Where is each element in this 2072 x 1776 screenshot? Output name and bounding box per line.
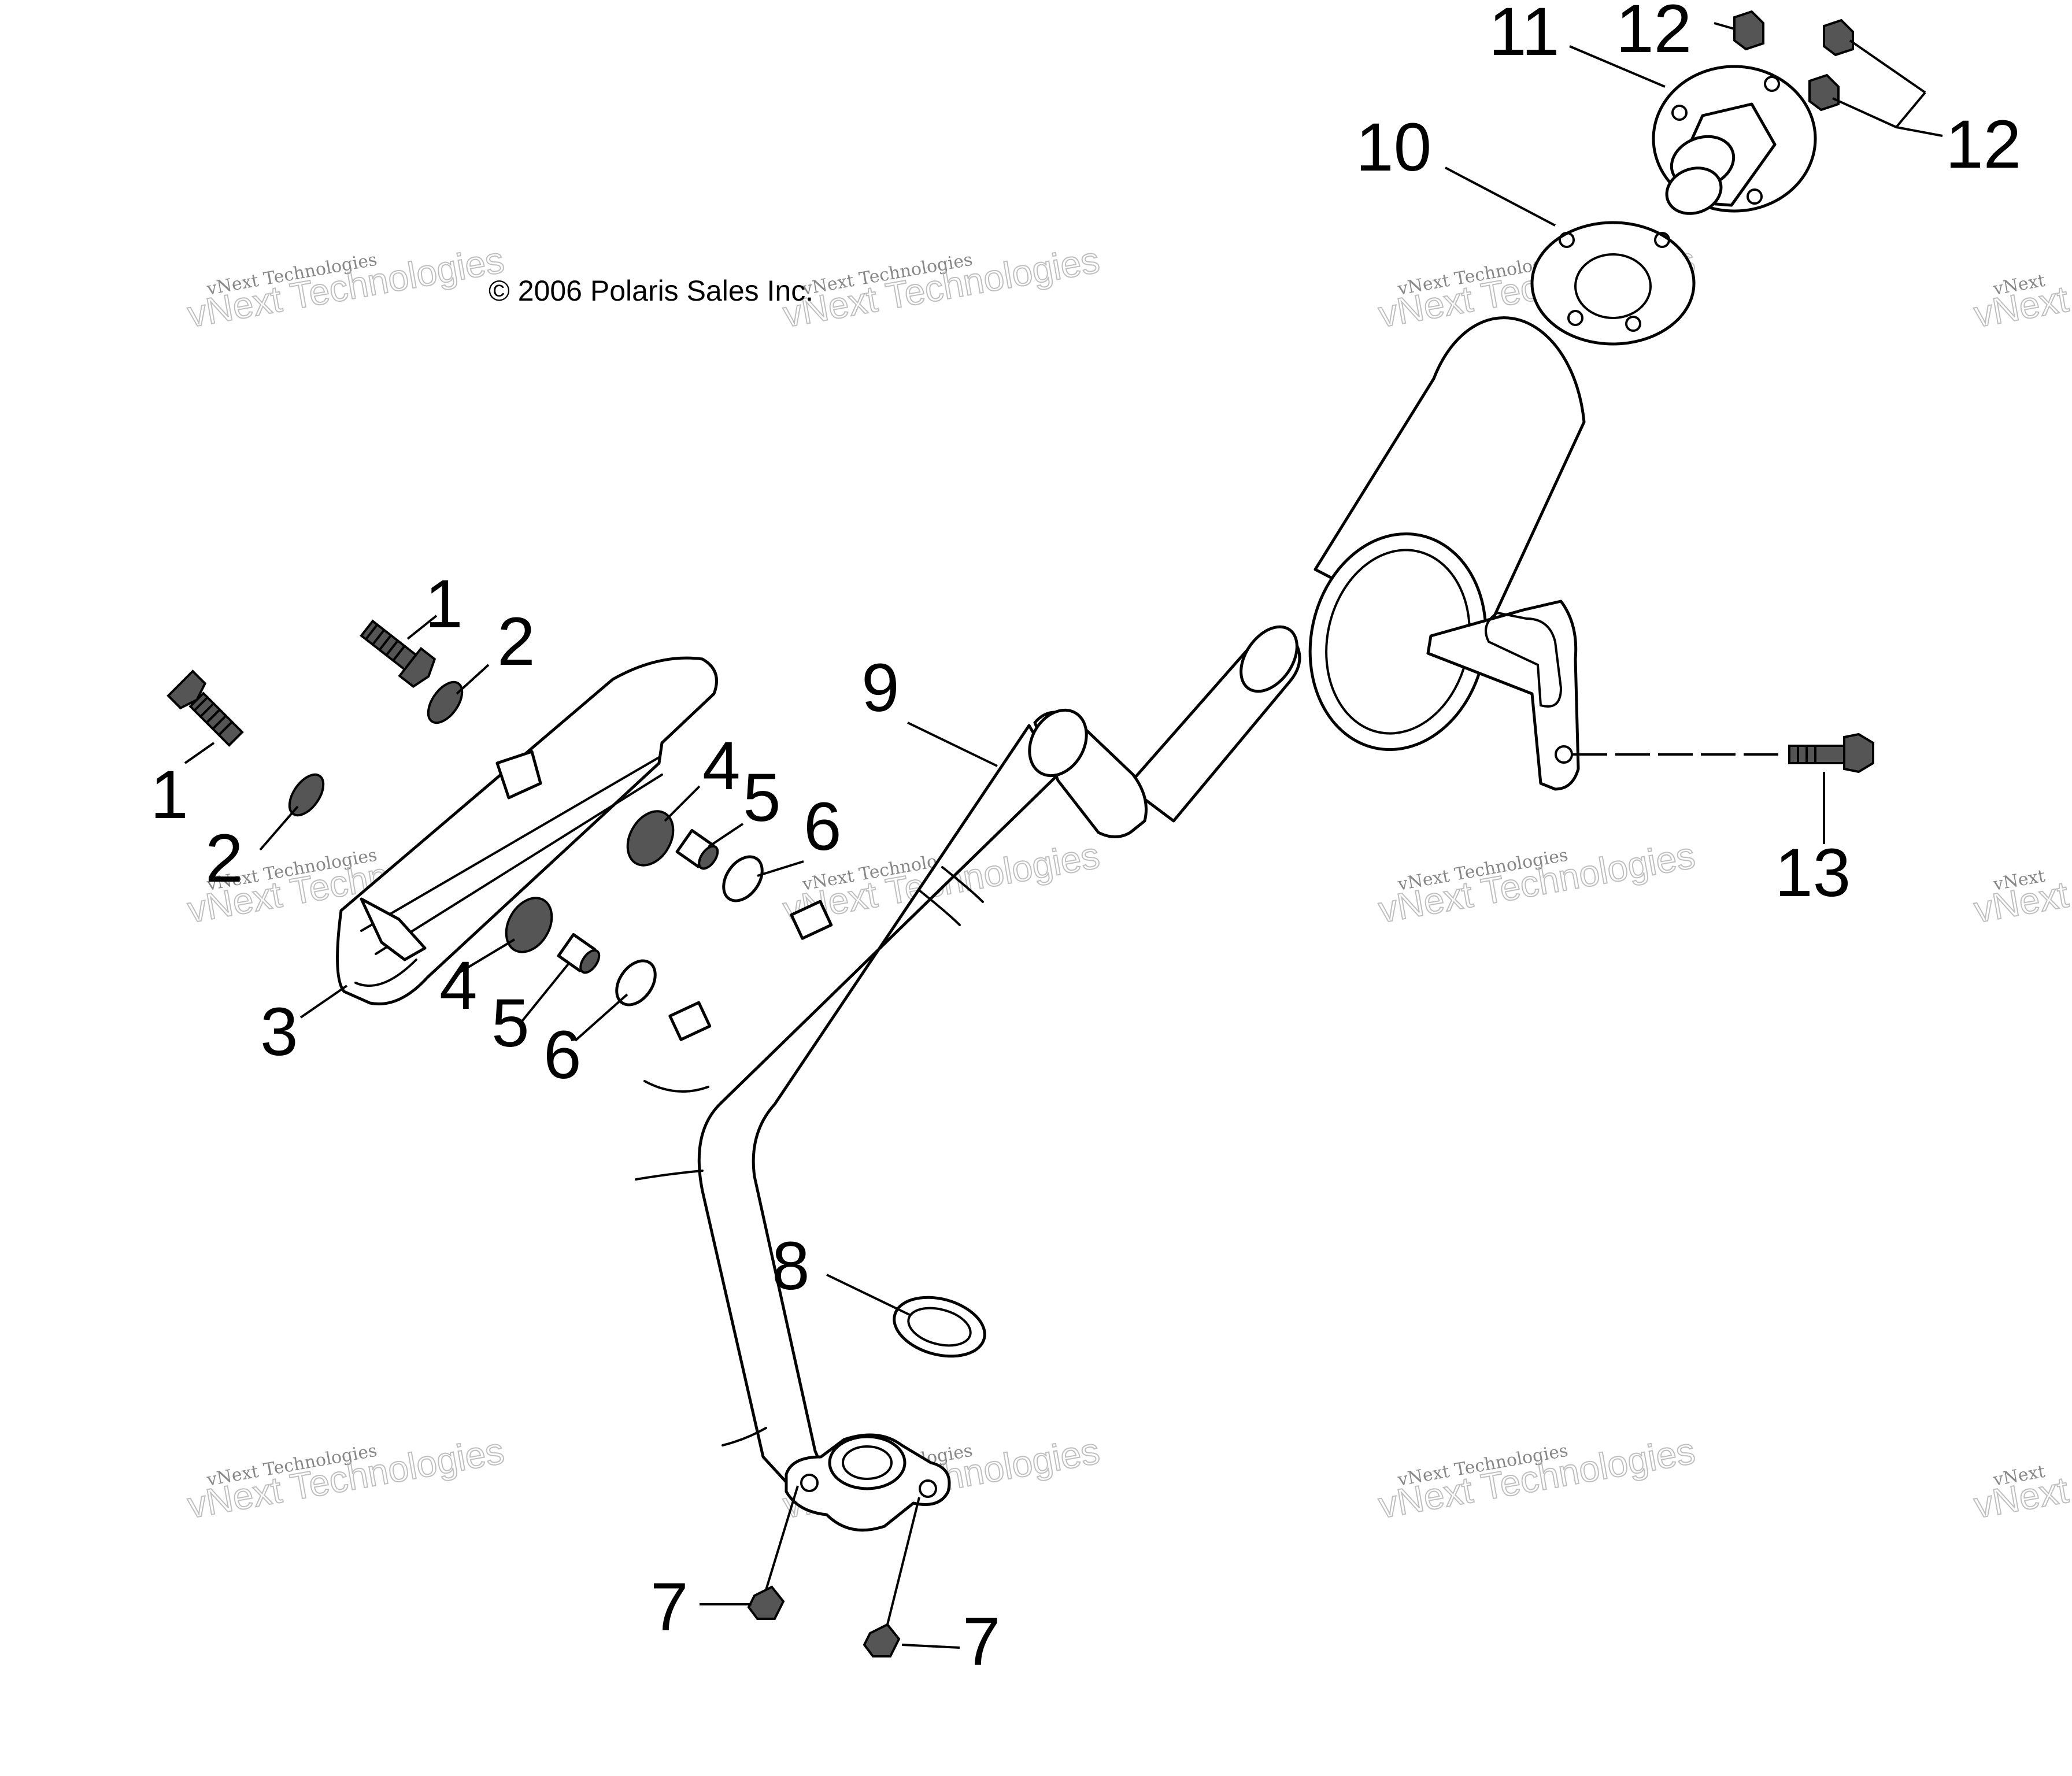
svg-text:vNext Technologies: vNext Technologies — [1375, 834, 1698, 931]
callout-4-lower: 4 — [439, 948, 478, 1024]
callout-3: 3 — [260, 994, 298, 1070]
watermark: vNext vNext — [1970, 866, 2072, 931]
part-8-gasket — [893, 1296, 986, 1358]
svg-text:vNext Technologies: vNext Technologies — [1375, 1430, 1698, 1526]
part-10-gasket — [1530, 221, 1696, 346]
callout-8: 8 — [772, 1228, 810, 1304]
part-9-header-pipe — [635, 708, 1148, 1532]
leader-lines — [184, 22, 1943, 1649]
part-12-screw-right-bottom — [1808, 73, 1840, 112]
part-12-screw-top — [1733, 10, 1764, 51]
watermark: vNext Technologies vNext Technologies — [1375, 834, 1699, 931]
callout-1-lower: 1 — [150, 757, 188, 833]
callout-10: 10 — [1356, 109, 1431, 186]
part-9-muffler — [1126, 316, 1586, 823]
part-4-grommet-upper — [626, 810, 675, 867]
part-4-grommet-lower — [505, 897, 553, 953]
part-1-bolt-upper — [360, 619, 436, 688]
part-2-washer-upper — [427, 680, 464, 724]
callout-7-left: 7 — [650, 1569, 689, 1645]
copyright-text: © 2006 Polaris Sales Inc. — [489, 275, 813, 307]
part-1-bolt-lower — [166, 669, 244, 747]
watermark: vNext Technologies vNext Technologies — [779, 238, 1103, 336]
svg-text:vNext Technologies: vNext Technologies — [184, 239, 507, 335]
watermark: vNext Technologies vNext Technologies — [184, 1429, 508, 1527]
callout-11: 11 — [1489, 0, 1560, 70]
part-2-washer-lower — [288, 773, 325, 817]
svg-text:vNext Technologies: vNext Technologies — [780, 239, 1102, 335]
part-6-washer-upper — [722, 855, 764, 902]
part-11-spark-arrestor — [1652, 65, 1817, 215]
part-13-bolt — [1788, 732, 1874, 774]
callout-1-upper: 1 — [425, 566, 463, 642]
part-12-screw-right-top — [1823, 18, 1854, 57]
callout-5-lower: 5 — [491, 985, 530, 1061]
callout-2-upper: 2 — [497, 604, 535, 680]
part-7-nut-right — [863, 1623, 901, 1657]
callout-5-upper: 5 — [743, 760, 781, 836]
watermark: vNext Technologies vNext Technologies — [1375, 1429, 1699, 1527]
callout-12-right: 12 — [1945, 106, 2021, 183]
callout-6-lower: 6 — [543, 1017, 582, 1093]
svg-text:vNext: vNext — [1971, 1469, 2071, 1526]
svg-text:vNext Technologies: vNext Technologies — [184, 1430, 507, 1526]
callout-7-right: 7 — [963, 1604, 1001, 1680]
part-5-bushing-lower — [557, 933, 601, 974]
callout-labels: 1 2 1 2 3 4 4 5 5 6 6 7 7 8 9 10 11 12 1… — [150, 0, 2021, 1680]
svg-text:vNext: vNext — [1971, 874, 2071, 931]
part-3-heat-shield — [336, 656, 718, 1005]
watermark: vNext Technologies vNext Technologies — [184, 238, 508, 336]
part-7-nut-left — [747, 1585, 785, 1620]
watermark: vNext vNext — [1970, 1462, 2072, 1527]
callout-9: 9 — [861, 650, 900, 726]
svg-text:vNext: vNext — [1971, 278, 2071, 335]
callout-12-top: 12 — [1616, 0, 1692, 67]
part-5-bushing-upper — [675, 828, 719, 870]
callout-6-upper: 6 — [804, 789, 842, 865]
callout-13: 13 — [1775, 835, 1851, 911]
callout-4-upper: 4 — [702, 728, 741, 804]
callout-2-lower: 2 — [205, 820, 243, 897]
watermark: vNext vNext — [1970, 271, 2072, 336]
